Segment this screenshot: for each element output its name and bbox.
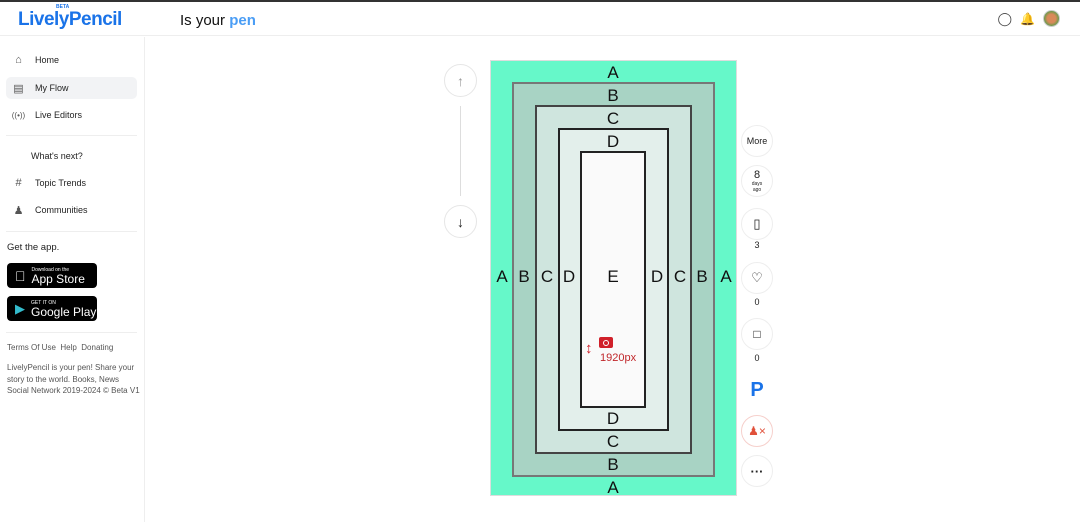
label-a: A <box>607 63 619 82</box>
label-a: A <box>720 267 732 286</box>
label-c: C <box>606 109 620 128</box>
apple-icon:  <box>15 268 26 284</box>
chat-icon[interactable]: ◯ <box>997 10 1013 26</box>
get-app-heading: Get the app. <box>7 242 60 253</box>
bookmark-icon: ▯ <box>753 216 761 231</box>
label-b: B <box>607 455 619 474</box>
height-arrow-icon: ↕ <box>585 340 593 357</box>
label-c: C <box>673 267 687 286</box>
comment-button[interactable]: □ <box>741 318 773 350</box>
avatar[interactable] <box>1043 10 1060 27</box>
sidebar-item-label: My Flow <box>35 83 69 93</box>
label-b: B <box>518 267 530 286</box>
label-b: B <box>696 267 708 286</box>
label-d: D <box>562 267 576 286</box>
options-button[interactable]: ··· <box>741 455 773 487</box>
about-text: LivelyPencil is your pen! Share your sto… <box>7 363 140 395</box>
label-a: A <box>607 478 619 497</box>
label-a: A <box>496 267 508 286</box>
sidebar-item-label: Topic Trends <box>35 178 87 188</box>
age-unit: days <box>751 180 763 187</box>
comment-icon: □ <box>753 327 761 341</box>
label-c: C <box>540 267 554 286</box>
bell-icon[interactable]: 🔔 <box>1020 11 1035 26</box>
help-link[interactable]: Help <box>60 343 77 352</box>
sidebar-item-label: Home <box>35 55 60 65</box>
arrow-down-icon: ↓ <box>457 213 464 230</box>
bookmark-count: 3 <box>754 240 760 250</box>
terms-link[interactable]: Terms Of Use <box>7 343 56 352</box>
like-count: 0 <box>754 297 760 307</box>
title-highlight: pen <box>229 12 256 29</box>
title-prefix: Is your <box>180 12 226 29</box>
sidebar-item-label: Communities <box>35 205 88 215</box>
label-d: D <box>650 267 664 286</box>
sidebar: ⌂ Home ▤ My Flow ((•)) Live Editors What's … <box>0 37 145 522</box>
broadcast-icon: ((•)) <box>11 110 26 120</box>
scroll-track <box>460 106 461 196</box>
next-page-button[interactable]: ↓ <box>444 205 477 238</box>
unfollow-button[interactable]: ♟× <box>741 415 773 447</box>
age-number: 8 <box>753 168 761 181</box>
sidebar-item-topic-trends[interactable]: # Topic Trends <box>6 172 137 194</box>
user-remove-icon: ♟× <box>748 424 766 438</box>
play-icon: ▶ <box>15 300 25 316</box>
page-title: Is your pen <box>180 12 256 29</box>
label-e: E <box>607 267 619 286</box>
label-b: B <box>607 86 619 105</box>
ellipsis-icon: ··· <box>750 463 764 479</box>
like-button[interactable]: ♡ <box>741 262 773 294</box>
more-button[interactable]: More <box>741 125 773 157</box>
donating-link[interactable]: Donating <box>81 343 114 352</box>
pencil-logo-icon: P <box>750 378 764 401</box>
hashtag-icon: # <box>15 177 22 189</box>
camera-icon <box>599 337 613 348</box>
more-label: More <box>746 136 768 146</box>
sidebar-item-whats-next[interactable]: What's next? <box>6 145 137 167</box>
sidebar-item-communities[interactable]: ♟ Communities <box>6 199 137 221</box>
previous-page-button[interactable]: ↑ <box>444 64 477 97</box>
sidebar-item-my-flow[interactable]: ▤ My Flow <box>6 77 137 99</box>
sidebar-item-label: What's next? <box>31 151 83 161</box>
arrow-up-icon: ↑ <box>457 72 464 89</box>
heart-icon: ♡ <box>751 270 763 285</box>
bookmark-button[interactable]: ▯ <box>741 208 773 240</box>
age-ago: ago <box>752 186 762 193</box>
label-d: D <box>606 132 620 151</box>
flow-icon: ▤ <box>13 82 24 95</box>
beta-badge: BETA <box>56 4 70 10</box>
users-icon: ♟ <box>13 204 24 217</box>
sidebar-item-home[interactable]: ⌂ Home <box>6 49 137 71</box>
sidebar-item-live-editors[interactable]: ((•)) Live Editors <box>6 104 137 126</box>
author-avatar[interactable]: P <box>741 374 773 406</box>
sidebar-item-label: Live Editors <box>35 110 83 120</box>
label-d: D <box>606 409 620 428</box>
size-note: 1920px <box>600 352 637 364</box>
label-c: C <box>606 432 620 451</box>
home-icon: ⌂ <box>15 54 22 66</box>
comment-count: 0 <box>754 353 760 363</box>
